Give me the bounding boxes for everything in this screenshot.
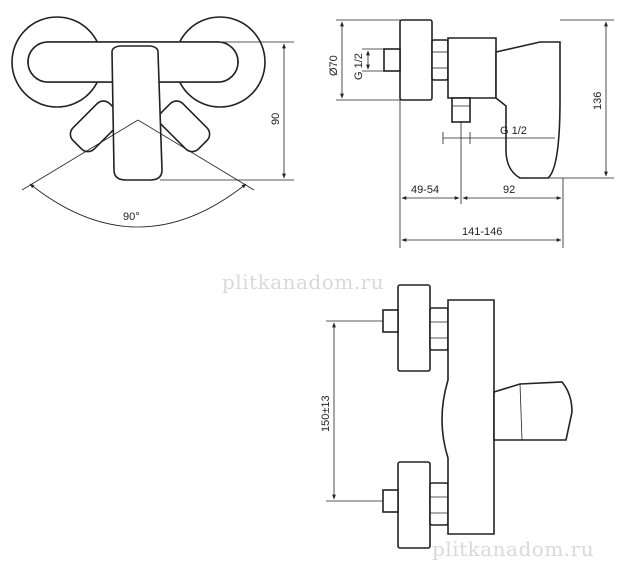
front-view-upper-connector <box>382 309 399 333</box>
side-view-nut <box>431 39 449 81</box>
side-view-connector <box>383 48 401 72</box>
front-view-lower-connector <box>382 489 399 513</box>
side-view-body <box>447 37 497 99</box>
front-view-spacing-label: 150±13 <box>320 395 332 432</box>
front-view-lower-nut <box>429 482 449 526</box>
side-view-lever <box>495 41 561 179</box>
front-view-lower-rosette <box>397 461 431 549</box>
watermark-top: plitkanadom.ru <box>222 270 384 294</box>
top-view-lever <box>111 45 163 181</box>
top-view-height-label: 90 <box>270 113 282 125</box>
watermark-bottom: plitkanadom.ru <box>432 537 594 561</box>
top-view: 90 90° <box>11 16 294 228</box>
side-view-height-label: 136 <box>592 92 604 110</box>
front-view-body <box>441 299 495 535</box>
front-view-upper-rosette <box>397 284 431 372</box>
side-view-diameter-label: Ø70 <box>328 55 340 76</box>
side-view-depth-range-label: 49-54 <box>411 184 439 196</box>
top-view-angle-label: 90° <box>123 211 140 223</box>
front-view-lever <box>493 381 573 441</box>
front-view-upper-nut <box>429 307 449 351</box>
side-view-thread-top-label: G 1/2 <box>353 53 365 80</box>
side-view-depth-label: 92 <box>503 184 515 196</box>
side-view-outlet <box>451 97 471 123</box>
top-view-handle-right <box>158 100 211 153</box>
front-view: 150±13 <box>320 284 573 549</box>
top-view-angle-arc <box>29 183 247 228</box>
side-view-total-depth-label: 141-146 <box>462 226 502 238</box>
side-view: Ø70 G 1/2 G 1/2 136 49-54 92 141-146 <box>328 19 614 248</box>
side-view-rosette <box>399 19 433 101</box>
side-view-thread-outlet-label: G 1/2 <box>500 125 527 137</box>
